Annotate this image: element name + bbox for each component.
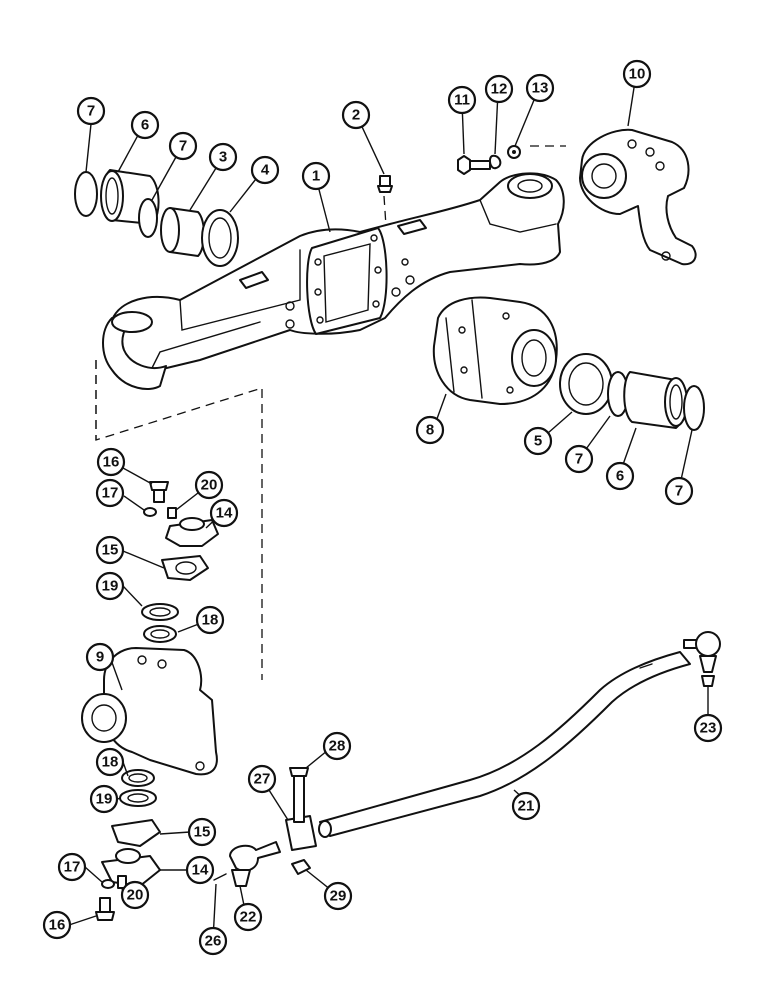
callout-label: 20 bbox=[201, 477, 218, 494]
callout-20-lower: 20 bbox=[120, 880, 150, 910]
callout-label: 1 bbox=[312, 168, 320, 185]
callout-label: 10 bbox=[629, 66, 646, 83]
callout-label: 6 bbox=[141, 117, 149, 134]
callout-label: 28 bbox=[329, 738, 346, 755]
callout-label: 16 bbox=[103, 454, 120, 471]
callout-8: 8 bbox=[415, 415, 445, 445]
callout-27: 27 bbox=[247, 764, 277, 794]
callout-26: 26 bbox=[198, 926, 228, 956]
callout-label: 20 bbox=[127, 887, 144, 904]
callout-label: 4 bbox=[261, 162, 270, 179]
callout-label: 18 bbox=[202, 612, 219, 629]
grease-nipple bbox=[377, 175, 393, 193]
callout-label: 7 bbox=[179, 138, 187, 155]
callout-label: 13 bbox=[532, 80, 549, 97]
callout-label: 26 bbox=[205, 933, 222, 950]
callout-20-upper: 20 bbox=[194, 470, 224, 500]
callout-label: 18 bbox=[102, 754, 119, 771]
callout-7-left-outer: 7 bbox=[76, 96, 106, 126]
callout-17-upper: 17 bbox=[95, 478, 125, 508]
callout-label: 27 bbox=[254, 771, 271, 788]
tie-rod bbox=[318, 651, 691, 838]
callout-label: 15 bbox=[102, 542, 119, 559]
callout-7-right-inner: 7 bbox=[564, 444, 594, 474]
bearing-stack-right bbox=[559, 353, 705, 431]
callout-label: 19 bbox=[102, 578, 119, 595]
clamp-assembly bbox=[285, 767, 317, 875]
callout-11: 11 bbox=[447, 85, 477, 115]
callout-17-lower: 17 bbox=[57, 852, 87, 882]
callout-2: 2 bbox=[341, 100, 371, 130]
lower-kingpin-group bbox=[95, 769, 161, 921]
callout-label: 12 bbox=[491, 81, 508, 98]
callout-6-right: 6 bbox=[605, 461, 635, 491]
dashed-reference-lines bbox=[95, 145, 566, 680]
bolt-washer-nut bbox=[457, 145, 521, 175]
callout-label: 29 bbox=[330, 888, 347, 905]
callout-13: 13 bbox=[525, 73, 555, 103]
tie-rod-end-left bbox=[213, 841, 281, 887]
callout-18-upper: 18 bbox=[195, 605, 225, 635]
callout-6-left: 6 bbox=[130, 110, 160, 140]
callout-3: 3 bbox=[208, 142, 238, 172]
callout-1: 1 bbox=[301, 161, 331, 191]
callout-28: 28 bbox=[322, 731, 352, 761]
callout-label: 15 bbox=[194, 824, 211, 841]
callout-7-right-outer: 7 bbox=[664, 476, 694, 506]
hub-housing bbox=[432, 296, 558, 405]
callout-label: 23 bbox=[700, 720, 717, 737]
callout-label: 16 bbox=[49, 917, 66, 934]
tie-rod-end-right bbox=[683, 631, 721, 687]
callout-label: 22 bbox=[240, 909, 257, 926]
callout-21: 21 bbox=[511, 791, 541, 821]
callout-label: 7 bbox=[575, 451, 583, 468]
callout-22: 22 bbox=[233, 902, 263, 932]
callout-14-upper: 14 bbox=[209, 498, 239, 528]
callout-15-lower: 15 bbox=[187, 817, 217, 847]
callout-label: 11 bbox=[454, 92, 470, 109]
callout-15-upper: 15 bbox=[95, 535, 125, 565]
bearing-stack-left bbox=[74, 169, 239, 267]
callout-label: 9 bbox=[96, 649, 104, 666]
callout-9: 9 bbox=[85, 642, 115, 672]
callout-14-lower: 14 bbox=[185, 855, 215, 885]
callout-23: 23 bbox=[693, 713, 723, 743]
callout-label: 8 bbox=[426, 422, 434, 439]
callout-label: 21 bbox=[518, 798, 535, 815]
callout-4: 4 bbox=[250, 155, 280, 185]
callout-16-lower: 16 bbox=[42, 910, 72, 940]
callout-label: 6 bbox=[616, 468, 624, 485]
callout-label: 7 bbox=[87, 103, 95, 120]
callout-label: 17 bbox=[102, 485, 119, 502]
swivel-housing-left bbox=[81, 647, 218, 776]
callout-16-upper: 16 bbox=[96, 447, 126, 477]
callout-18-lower: 18 bbox=[95, 747, 125, 777]
callout-label: 17 bbox=[64, 859, 81, 876]
callout-29: 29 bbox=[323, 881, 353, 911]
callout-label: 3 bbox=[219, 149, 227, 166]
axle-housing bbox=[102, 172, 565, 390]
swivel-housing-right bbox=[579, 128, 697, 266]
callout-label: 5 bbox=[534, 433, 542, 450]
upper-kingpin-group bbox=[141, 481, 219, 643]
callout-19-lower: 19 bbox=[89, 784, 119, 814]
callout-19-upper: 19 bbox=[95, 571, 125, 601]
callout-7-left-inner: 7 bbox=[168, 131, 198, 161]
callout-label: 2 bbox=[352, 107, 360, 124]
callout-label: 14 bbox=[192, 862, 209, 879]
callout-10: 10 bbox=[622, 59, 652, 89]
callout-5: 5 bbox=[523, 426, 553, 456]
callout-label: 14 bbox=[216, 505, 233, 522]
callout-label: 19 bbox=[96, 791, 113, 808]
callout-label: 7 bbox=[675, 483, 683, 500]
callout-12: 12 bbox=[484, 74, 514, 104]
